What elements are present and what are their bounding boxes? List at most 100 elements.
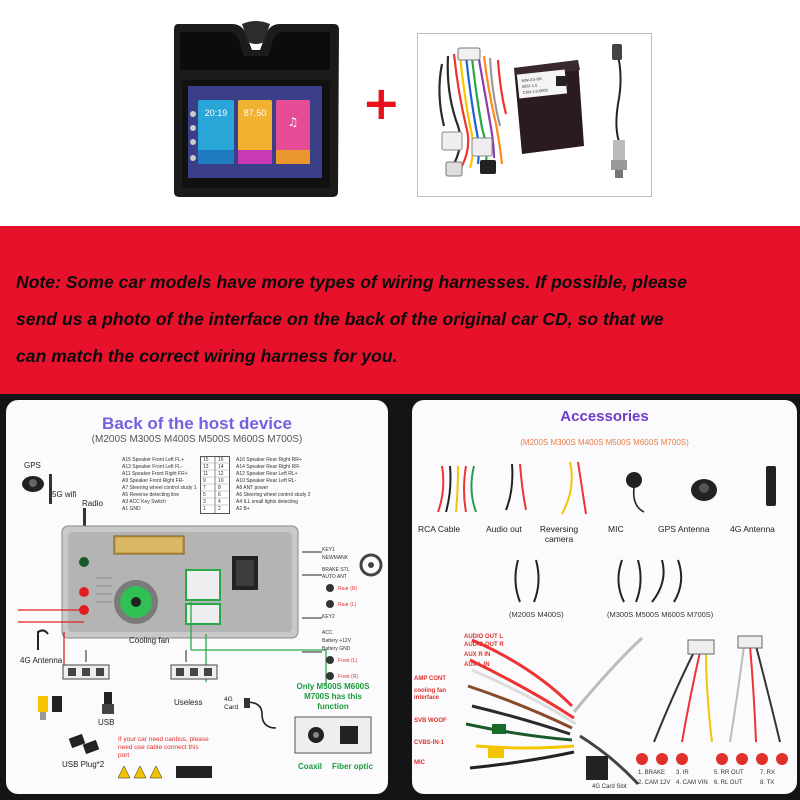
pin-label-right: A14 Speaker Rear Right RR- (236, 464, 301, 470)
gps-label: GPS (24, 461, 41, 470)
pin-number: 9 (203, 478, 206, 484)
car-stereo-image: 20:19 87.50 ♫ (174, 21, 339, 197)
harness-label: CVBS-IN-1 (414, 740, 445, 746)
host-back-panel: Back of the host device (M200S M300S M40… (6, 400, 388, 794)
pin-label-right: A16 Speaker Rear Right RR+ (236, 457, 302, 463)
host-port-label: Battery GND (322, 646, 351, 652)
pin-legend-item: 3. IR (676, 770, 689, 776)
pin-legend-item: 1. BRAKE (638, 770, 666, 776)
screen-time: 20:19 (205, 108, 228, 118)
pin-connector-table (200, 456, 230, 514)
accessory-label: Audio out (486, 524, 522, 534)
pin-label-right: A2 B+ (236, 506, 250, 512)
pin-legend-item: 8. TX (760, 780, 775, 786)
usb-group-left: (M200S M400S) (509, 610, 564, 619)
radio-label: Radio (82, 499, 103, 508)
pin-label-right: A8 ANT power (236, 485, 269, 491)
pin-label-left: A7 Steering wheel control study 1 (122, 485, 197, 491)
pin-number: 3 (203, 499, 206, 505)
included-harness-box: MW-XX-DK BOX 1.5 CAN 1.0.0000 (417, 33, 652, 197)
pin-number: 7 (203, 485, 206, 491)
pin-number: 2 (218, 506, 221, 512)
usb-group-right: (M300S M500S M600S M700S) (607, 610, 714, 619)
pin-number: 12 (218, 471, 224, 477)
rca-plug-icon (38, 696, 62, 720)
harness-label: AUDIO OUT L (464, 634, 503, 640)
gps-icon (22, 476, 44, 492)
main-harness-image (465, 636, 644, 786)
usb-cables-row (514, 559, 683, 603)
note-line-2: send us a photo of the interface on the … (16, 309, 664, 329)
usb-label: USB (98, 718, 115, 727)
canbus-note: If your car need canbus, please need use… (118, 736, 209, 759)
pin-number: 11 (203, 471, 209, 477)
pin-legend-item: 7. RX (760, 770, 776, 776)
accessories-panel: Accessories (M200S M300S M400S M500S M60… (412, 400, 797, 794)
host-port-label: KEY1 (322, 547, 335, 553)
host-port-label: BRAKE STL (322, 567, 350, 573)
pin-number: 5 (203, 492, 206, 498)
useless-label: Useless (174, 698, 203, 707)
pin-label-left: A11 Speaker Front Right FR+ (122, 471, 188, 477)
pin-number: 10 (218, 478, 224, 484)
pin-label-left: A1 GND (122, 506, 141, 512)
card-4g-label: 4G Card (224, 696, 239, 711)
svg-text:♫: ♫ (288, 115, 299, 129)
pin-number: 4 (218, 499, 221, 505)
note-line-3: can match the correct wiring harness for… (16, 346, 398, 366)
host-back-title: Back of the host device (102, 414, 292, 433)
host-chassis-diagram (61, 525, 299, 639)
wifi-antenna-icon (49, 474, 52, 504)
module-label-1: MW-XX-DK (521, 76, 542, 83)
host-back-subtitle: (M200S M300S M400S M500S M600S M700S) (91, 434, 303, 445)
radio-antenna-icon (83, 508, 86, 534)
card-4g-cable-icon (244, 698, 277, 729)
screen-radio: 87.50 (244, 108, 267, 118)
pin-label-right: A10 Speaker Rear Left RL- (236, 478, 297, 484)
usb-plug-pair-icon (68, 733, 100, 755)
pin-number: 14 (218, 464, 224, 470)
pin-legend-item: 5. RR OUT (714, 770, 744, 776)
svg-text:Rear (L): Rear (L) (338, 602, 357, 608)
accessory-icons-row (437, 461, 776, 515)
pin-label-right: A4 ILL small lights detecting (236, 499, 299, 505)
pin-label-left: A13 Speaker Front Left FL- (122, 464, 183, 470)
usb-plug-label: USB Plug*2 (62, 760, 105, 769)
wiring-harness-image: MW-XX-DK BOX 1.5 CAN 1.0.0000 (438, 44, 627, 178)
optical-port-box (294, 716, 372, 754)
pin-number: 13 (203, 464, 209, 470)
accessory-label: GPS Antenna (658, 524, 710, 534)
host-port-label: AUTO ANT (322, 574, 347, 580)
pin-number-badges (636, 753, 788, 765)
svg-text:Front (L): Front (L) (338, 658, 358, 664)
host-port-label: KEY2 (322, 614, 335, 620)
antenna-4g-icon (37, 629, 49, 650)
pin-label-left: A5 Reverse detecting line (122, 492, 179, 498)
fiber-optic-label: Fiber optic (332, 762, 373, 771)
pin-legend-item: 4. CAM VIN (676, 780, 708, 786)
accessory-label: 4G Antenna (730, 524, 775, 534)
note-banner: Note: Some car models have more types of… (0, 226, 800, 394)
pin-legend-item: 6. RL OUT (714, 780, 743, 786)
harness-label: AUX R IN (464, 652, 491, 658)
pin-label-left: A15 Speaker Front Left FL+ (122, 457, 184, 463)
product-row: 20:19 87.50 ♫ + (0, 0, 800, 226)
usb-connector-block (62, 664, 110, 680)
harness-label: SVB WOOF (414, 718, 447, 724)
card-slot-label: 4G Card Slot (592, 784, 627, 790)
coaxil-label: Coaxil (298, 762, 323, 771)
accessories-title: Accessories (560, 408, 649, 425)
antenna-4g-label: 4G Antenna (20, 656, 63, 665)
pin-harness-image (653, 635, 781, 743)
pin-number: 16 (218, 457, 224, 463)
note-line-1: Note: Some car models have more types of… (16, 272, 688, 292)
module-label-3: CAN 1.0.0000 (523, 87, 549, 95)
only-function-note: Only M500S M600S M700S has this function (296, 682, 370, 711)
accessory-label: Reversing camera (539, 524, 579, 544)
pin-label-right: A12 Speaker Rear Left RL+ (236, 471, 298, 477)
host-port-label: Battery +12V (322, 638, 352, 644)
pin-number: 6 (218, 492, 221, 498)
accessory-label: MIC (608, 524, 624, 534)
harness-label: AMP CONT (414, 676, 446, 682)
